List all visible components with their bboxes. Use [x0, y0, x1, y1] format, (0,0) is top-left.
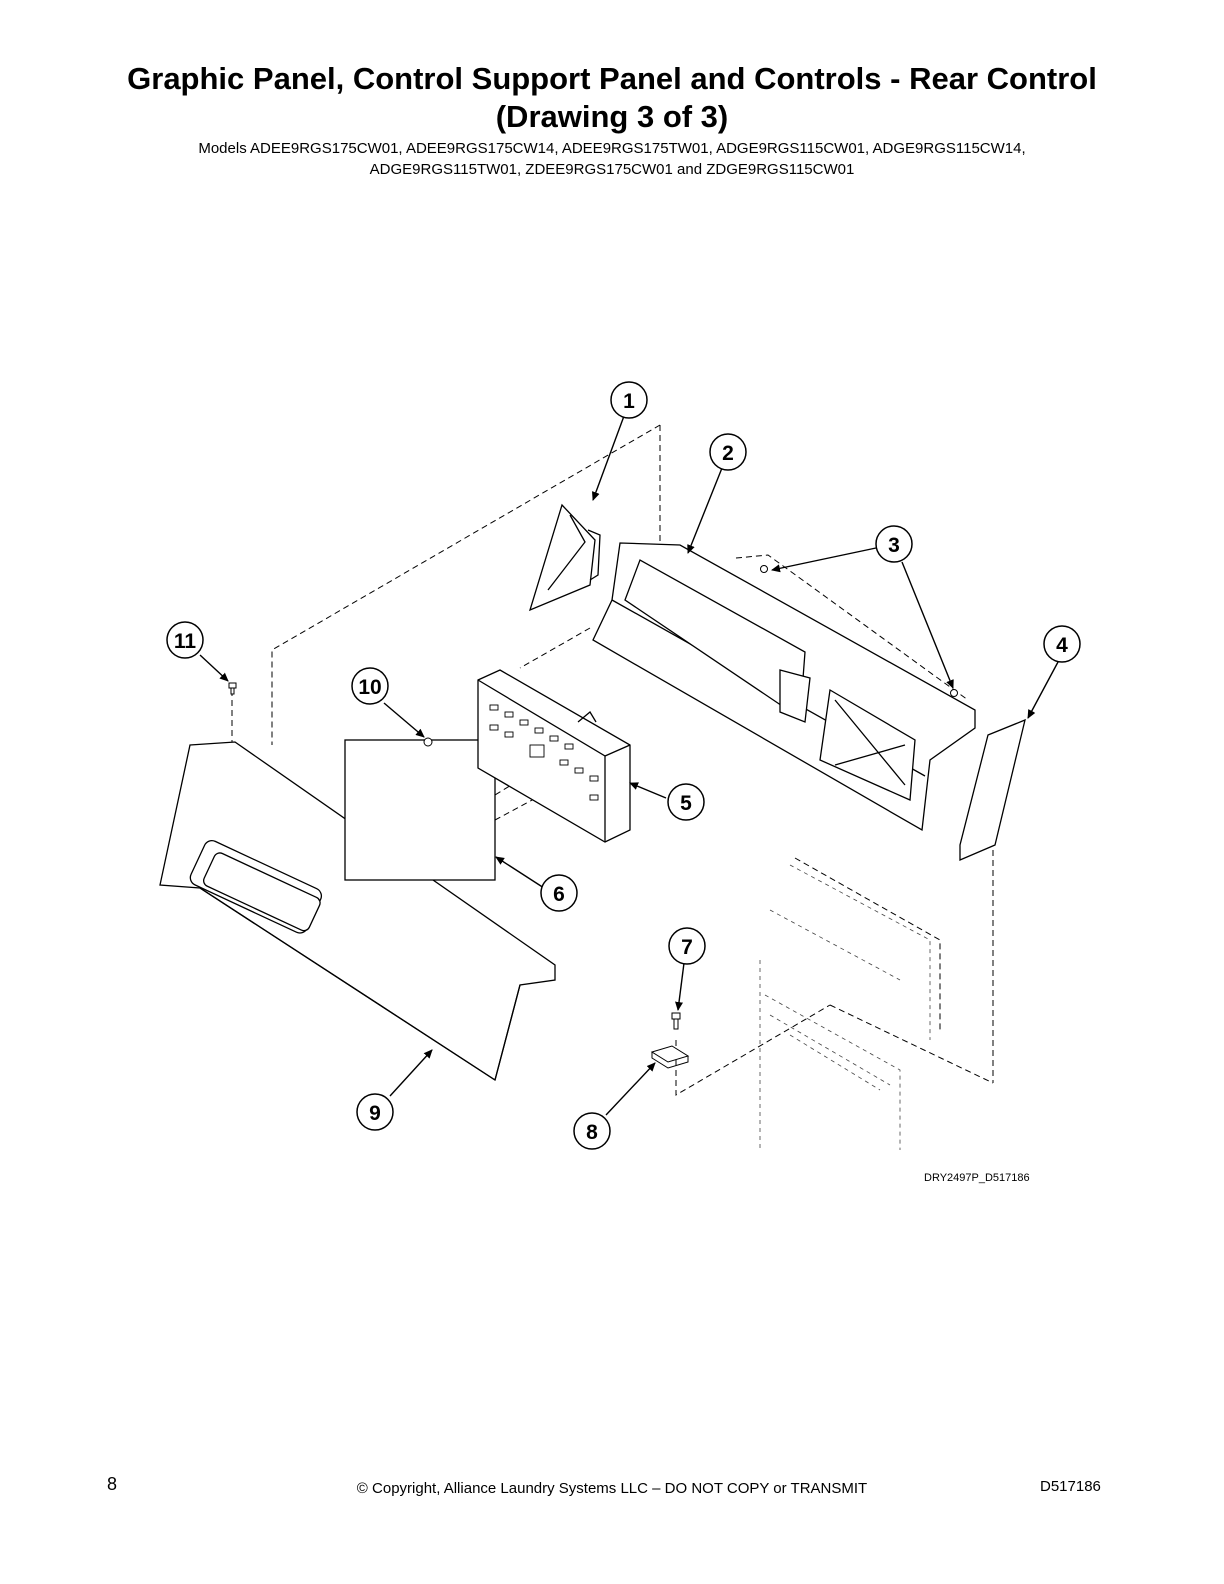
svg-text:7: 7 [681, 936, 693, 959]
models-line-1: Models ADEE9RGS175CW01, ADEE9RGS175CW14,… [198, 140, 1026, 157]
svg-text:4: 4 [1056, 634, 1068, 657]
document-number: D517186 [1040, 1478, 1101, 1495]
drawing-id: DRY2497P_D517186 [924, 1172, 1030, 1184]
part-5-control-board [477, 669, 631, 843]
part-9-graphic-panel [159, 741, 556, 1082]
svg-text:10: 10 [358, 676, 381, 699]
svg-text:1: 1 [623, 390, 635, 413]
part-8-clip [650, 1045, 690, 1069]
part-4-end-cap [959, 718, 1026, 861]
title-line-1: Graphic Panel, Control Support Panel and… [127, 61, 1097, 96]
svg-text:9: 9 [369, 1102, 381, 1125]
svg-text:8: 8 [586, 1121, 598, 1144]
callout-6: 6 [540, 874, 578, 912]
callout-7: 7 [668, 927, 706, 965]
callout-10: 10 [351, 667, 389, 705]
callout-3: 3 [875, 525, 913, 563]
svg-text:5: 5 [680, 792, 692, 815]
callout-2: 2 [709, 433, 747, 471]
callout-9: 9 [356, 1093, 394, 1131]
part-2-control-support-panel [592, 542, 976, 832]
callout-5: 5 [667, 783, 705, 821]
part-6-overlay [344, 739, 496, 881]
svg-text:2: 2 [722, 442, 734, 465]
part-10-screw [423, 737, 433, 747]
screws [228, 565, 958, 1030]
callout-11: 11 [166, 621, 204, 659]
leader-arrows [199, 415, 1059, 1116]
callout-4: 4 [1043, 625, 1081, 663]
part-3-screw-a [760, 565, 768, 573]
callout-1: 1 [610, 381, 648, 419]
copyright-notice: © Copyright, Alliance Laundry Systems LL… [356, 1480, 868, 1497]
callout-balloons: 1 2 3 4 5 6 7 8 [166, 381, 1081, 1150]
model-list: Models ADEE9RGS175CW01, ADEE9RGS175CW14,… [0, 138, 1224, 180]
models-line-2: ADGE9RGS115TW01, ZDEE9RGS175CW01 and ZDG… [369, 161, 855, 178]
svg-text:3: 3 [888, 534, 900, 557]
part-11-screw [228, 682, 237, 695]
title-line-2: (Drawing 3 of 3) [495, 99, 729, 134]
part-1-bracket [528, 503, 601, 612]
svg-text:6: 6 [553, 883, 565, 906]
page-number: 8 [107, 1474, 118, 1494]
part-3-screw-b [950, 689, 958, 697]
part-7-screw [671, 1012, 681, 1030]
callout-8: 8 [573, 1112, 611, 1150]
page-title: Graphic Panel, Control Support Panel and… [0, 60, 1224, 136]
svg-text:11: 11 [174, 630, 197, 653]
dryer-cabinet-outline [759, 864, 931, 1150]
